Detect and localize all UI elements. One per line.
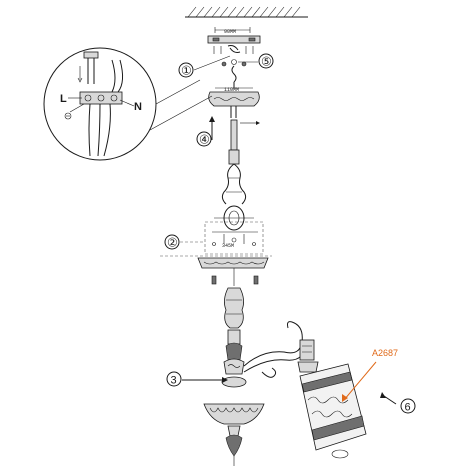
neutral-wire-label: N	[134, 101, 142, 113]
step-2-callout: ②	[164, 234, 205, 250]
step-6-callout: 6	[380, 392, 416, 414]
ceiling	[185, 6, 308, 18]
mounting-bracket: 90MM	[207, 27, 261, 67]
step-1-label: ①	[181, 64, 192, 78]
scroll-arm	[243, 321, 319, 378]
ceiling-canopy: 110MM	[208, 87, 260, 118]
plate-width-label: 345M	[222, 243, 234, 249]
step-6-label: 6	[405, 402, 411, 414]
step-3-label: 3	[171, 375, 177, 387]
live-wire-label: L	[60, 93, 67, 105]
step-3-callout: 3	[166, 371, 228, 387]
step-2-label: ②	[167, 236, 178, 250]
step-4-label: ④	[199, 133, 210, 147]
step-1-callout: ①	[178, 55, 231, 78]
bracket-width-label: 90MM	[224, 29, 236, 35]
step-4-callout: ④	[196, 116, 260, 147]
part-code-callout: A2687	[342, 348, 398, 402]
step-5-label: ⑤	[261, 55, 272, 69]
step-5-callout: ⑤	[238, 53, 274, 69]
chain-connector	[214, 205, 254, 231]
terminal-block	[79, 91, 123, 105]
bottom-bowl	[203, 403, 265, 466]
fixture-plate: 345M	[204, 221, 264, 255]
canopy-width-label: 110MM	[224, 87, 239, 93]
cup-plate	[160, 255, 272, 286]
part-code-label: A2687	[372, 348, 398, 358]
wiring-detail: L N	[43, 47, 213, 161]
central-column	[221, 287, 247, 388]
canopy-hook	[231, 65, 237, 88]
down-rod	[221, 119, 247, 205]
lamp-shade	[299, 363, 367, 459]
